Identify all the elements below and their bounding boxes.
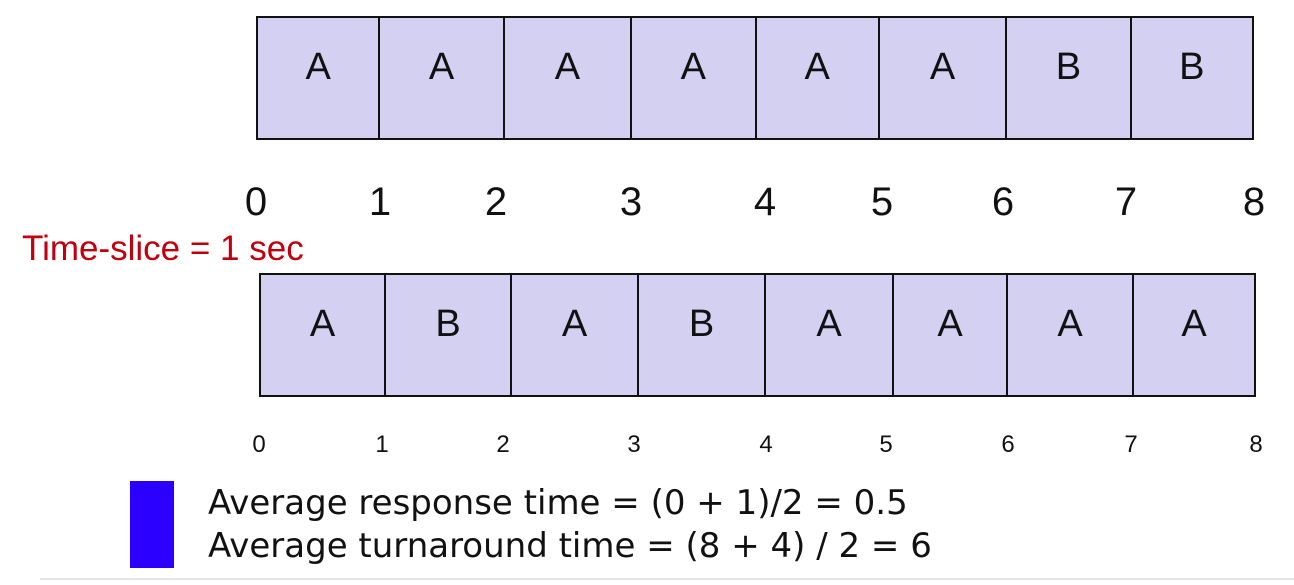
timeline-slot: A xyxy=(1132,273,1256,397)
timeline-slot: A xyxy=(502,16,633,140)
time-tick: 0 xyxy=(252,431,266,458)
bullet-square-icon xyxy=(130,480,174,525)
average-turnaround-time-text: Average turnaround time = (8 + 4) / 2 = … xyxy=(208,525,932,566)
timeline-slot: A xyxy=(754,16,880,140)
top-schedule-timeline: A A A A A A B B xyxy=(256,16,1255,140)
time-tick: 8 xyxy=(1249,431,1263,458)
timeline-slot: A xyxy=(510,273,639,397)
slot-label: B xyxy=(435,303,461,345)
list-item: Average turnaround time = (8 + 4) / 2 = … xyxy=(130,523,932,568)
timeline-slot: B xyxy=(384,273,512,397)
slot-label: B xyxy=(1055,46,1082,88)
time-tick: 6 xyxy=(1001,431,1015,458)
timeline-slot: A xyxy=(378,16,505,140)
list-item: Average response time = (0 + 1)/2 = 0.5 xyxy=(130,480,932,525)
time-tick: 8 xyxy=(1242,180,1266,224)
timeline-slot: A xyxy=(630,16,757,140)
divider xyxy=(40,578,1294,580)
slot-label: A xyxy=(937,303,963,345)
time-tick: 1 xyxy=(368,180,392,224)
time-tick: 5 xyxy=(870,180,894,224)
average-response-time-text: Average response time = (0 + 1)/2 = 0.5 xyxy=(208,482,908,523)
slot-label: A xyxy=(804,46,830,88)
timeline-slot: A xyxy=(1006,273,1134,397)
metrics-list: Average response time = (0 + 1)/2 = 0.5 … xyxy=(130,480,932,568)
timeline-slot: B xyxy=(1005,16,1132,140)
timeline-slot: B xyxy=(637,273,766,397)
time-tick: 6 xyxy=(991,180,1015,224)
time-slice-label: Time-slice = 1 sec xyxy=(22,229,304,268)
slot-label: A xyxy=(1181,303,1207,345)
time-tick: 2 xyxy=(496,431,510,458)
slot-label: A xyxy=(816,303,842,345)
timeline-slot: B xyxy=(1129,16,1255,140)
bullet-square-icon xyxy=(130,523,174,568)
timeline-slot: A xyxy=(256,16,381,140)
slot-label: A xyxy=(305,46,331,88)
time-tick: 3 xyxy=(619,180,643,224)
time-tick: 3 xyxy=(627,431,641,458)
slot-label: A xyxy=(554,46,581,88)
slot-label: A xyxy=(680,46,706,88)
time-tick: 4 xyxy=(753,180,777,224)
time-tick: 7 xyxy=(1114,180,1138,224)
slot-label: A xyxy=(309,303,336,345)
slot-label: A xyxy=(428,46,455,88)
slot-label: A xyxy=(1057,303,1083,345)
timeline-slot: A xyxy=(892,273,1008,397)
slot-label: A xyxy=(561,303,588,345)
time-tick: 7 xyxy=(1124,431,1138,458)
timeline-slot: A xyxy=(877,16,1008,140)
time-tick: 4 xyxy=(759,431,773,458)
time-tick: 2 xyxy=(484,180,508,224)
timeline-slot: A xyxy=(764,273,894,397)
time-tick: 5 xyxy=(879,431,893,458)
time-tick: 0 xyxy=(244,180,268,224)
slot-label: A xyxy=(929,46,956,88)
bottom-schedule-timeline: A B A B A A A A xyxy=(259,273,1256,397)
slot-label: B xyxy=(1179,46,1205,88)
time-tick: 1 xyxy=(375,431,389,458)
slot-label: B xyxy=(688,303,715,345)
timeline-slot: A xyxy=(259,273,386,397)
